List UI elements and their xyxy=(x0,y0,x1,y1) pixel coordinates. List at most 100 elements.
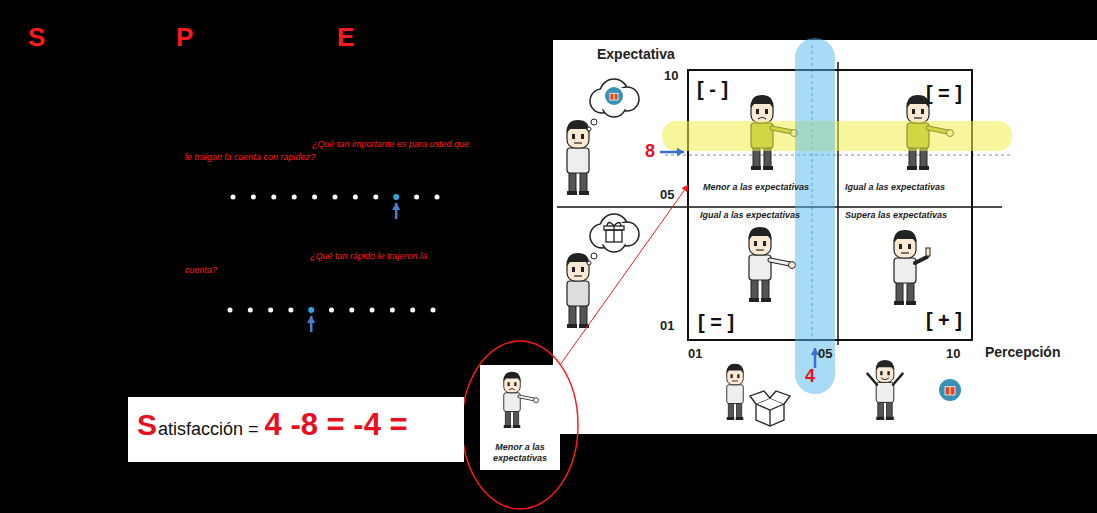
axis-tick: 10 xyxy=(946,346,960,361)
man-hair xyxy=(749,227,771,240)
man-mouth xyxy=(574,142,582,143)
man-hair xyxy=(876,360,894,370)
man-shoe xyxy=(906,301,916,305)
man-mouth xyxy=(574,275,582,276)
axis-tick: 05 xyxy=(818,346,832,361)
scale-dot xyxy=(370,308,375,313)
node-text: S xyxy=(137,408,157,442)
man-shoe xyxy=(749,298,759,302)
man-eye xyxy=(912,109,915,114)
man-leg xyxy=(505,410,510,427)
scale-dot xyxy=(292,195,297,200)
man-shoe xyxy=(761,298,771,302)
quadrant: Igual a las expectativas [ = ] xyxy=(688,207,838,340)
cartoon-man xyxy=(727,364,744,420)
man-eye xyxy=(763,241,766,246)
man-mouth xyxy=(756,249,764,250)
result-card: Menor a las expectativas xyxy=(480,365,560,470)
man-leg xyxy=(569,171,576,193)
man-eye xyxy=(737,374,739,378)
cloud-bubble xyxy=(587,261,591,265)
box-flaps xyxy=(750,391,790,426)
man-shoe xyxy=(736,417,744,420)
man-eye xyxy=(581,134,584,139)
man-eye xyxy=(508,382,510,386)
section-letter: P xyxy=(176,22,193,53)
man-mouth xyxy=(881,378,889,380)
cartoon-man xyxy=(749,227,796,302)
man-hand xyxy=(789,262,796,269)
chart-panel: ExpectativaPercepción[ - ]Menor a las ex… xyxy=(553,40,1097,434)
man-mouth xyxy=(509,389,515,390)
callout-number: 4 xyxy=(805,366,815,387)
cartoon-man xyxy=(567,120,589,195)
highlight-circle xyxy=(462,341,578,509)
axis-tick: 01 xyxy=(660,318,674,333)
scale-dot xyxy=(410,308,415,313)
man-body xyxy=(727,385,744,404)
man-body xyxy=(504,393,521,412)
node-text: [ = ] xyxy=(698,311,734,334)
cloud-core xyxy=(592,87,636,111)
axis-tick: 01 xyxy=(688,346,702,361)
man-thumb xyxy=(926,248,930,256)
scale-dot xyxy=(390,308,395,313)
man-eye xyxy=(899,244,902,249)
cartoon-man xyxy=(867,360,902,420)
man-shoe xyxy=(876,417,884,420)
selected-dot xyxy=(308,307,314,313)
node-text: Igual a las expectativas xyxy=(700,210,800,220)
expectation-band xyxy=(662,121,1012,151)
man-leg xyxy=(580,304,587,326)
man-mouth xyxy=(758,118,766,120)
man-body xyxy=(567,281,589,306)
man-shoe xyxy=(727,417,735,420)
man-body xyxy=(567,148,589,173)
man-eye xyxy=(880,371,882,375)
node-text: [ - ] xyxy=(697,78,728,101)
node-text: 4 -8 = -4 = xyxy=(265,407,408,443)
man-shoe xyxy=(907,166,917,170)
question-text: ¿Qué tan rápido le trajeron la cuenta? xyxy=(185,249,460,278)
man-leg xyxy=(887,401,893,419)
man-shoe xyxy=(751,166,761,170)
scale-dot xyxy=(333,195,338,200)
cartoon-man xyxy=(504,372,539,428)
man-eye xyxy=(731,374,733,378)
scale-dot xyxy=(288,308,293,313)
gift-outline xyxy=(604,223,624,243)
man-eye xyxy=(514,382,516,386)
man-arm xyxy=(770,260,790,264)
man-eye xyxy=(754,241,757,246)
man-hair xyxy=(751,95,773,108)
scale-dot xyxy=(431,308,436,313)
gift-ribbon xyxy=(949,387,951,395)
gift-ball xyxy=(605,87,623,105)
man-mouth xyxy=(901,252,909,253)
man-leg xyxy=(762,278,769,300)
quadrant: [ - ]Menor a las expectativas xyxy=(688,70,838,207)
cartoon-man xyxy=(894,230,930,305)
node-text: atisfacción = xyxy=(158,419,259,440)
man-leg xyxy=(896,281,903,303)
man-arm xyxy=(520,397,535,400)
node-text: [ + ] xyxy=(926,309,962,332)
arrow-head xyxy=(392,203,400,210)
man-leg xyxy=(907,281,914,303)
axis-tick: 10 xyxy=(664,68,678,83)
man-leg xyxy=(728,402,733,419)
man-shoe xyxy=(567,324,577,328)
man-body xyxy=(749,255,771,280)
scale-dot xyxy=(268,308,273,313)
question-text: ¿Qué tan importante es para usted que le… xyxy=(185,138,471,164)
cloud-bubble xyxy=(591,119,597,125)
scale-dot xyxy=(414,195,419,200)
man-hair xyxy=(567,253,589,266)
callout-number: 8 xyxy=(645,141,655,162)
arrow-head xyxy=(307,316,315,323)
scale-dot xyxy=(329,308,334,313)
man-hair xyxy=(567,120,589,133)
man-body xyxy=(876,382,894,402)
man-eye xyxy=(572,134,575,139)
